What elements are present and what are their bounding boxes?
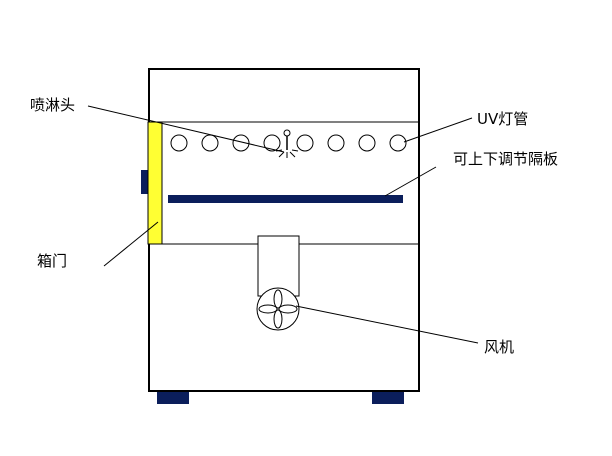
uv-lamp-row: [170, 134, 407, 152]
uv-lamp-icon: [296, 134, 314, 152]
cabinet-foot-left: [157, 390, 189, 404]
uv-lamp-icon: [389, 134, 407, 152]
leader-nozzle: [87, 105, 285, 153]
adjustable-partition: [168, 195, 403, 203]
door-handle: [141, 170, 149, 194]
label-nozzle: 喷淋头: [30, 96, 75, 114]
label-uv-lamp: UV灯管: [477, 110, 528, 128]
fan-duct: [257, 235, 300, 297]
uv-lamp-icon: [327, 134, 345, 152]
leader-partition: [384, 166, 437, 197]
cabinet-foot-right: [372, 390, 404, 404]
spray-nozzle-icon: [275, 129, 299, 158]
uv-lamp-icon: [232, 134, 250, 152]
uv-lamp-icon: [263, 134, 281, 152]
leader-door: [103, 221, 159, 267]
uv-lamp-icon: [170, 134, 188, 152]
leader-uv-lamp: [403, 117, 473, 143]
label-door: 箱门: [37, 252, 67, 270]
label-partition: 可上下调节隔板: [453, 150, 558, 168]
cabinet-door: [147, 121, 163, 245]
cabinet-body: [148, 68, 420, 392]
leader-fan: [295, 305, 479, 344]
uv-lamp-icon: [358, 134, 376, 152]
label-fan: 风机: [484, 338, 514, 356]
uv-lamp-icon: [201, 134, 219, 152]
fan-icon: [256, 287, 300, 331]
